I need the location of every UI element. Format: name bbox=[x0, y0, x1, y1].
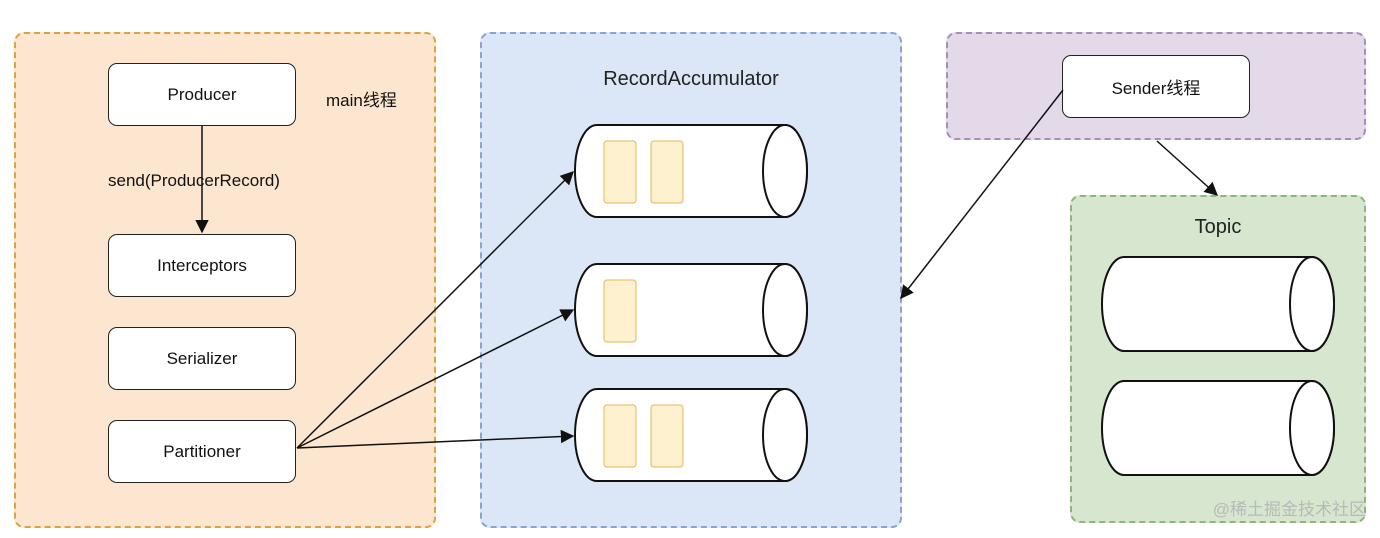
partitioner-node[interactable]: Partitioner bbox=[108, 420, 296, 483]
sender-label: Sender线程 bbox=[1111, 79, 1201, 98]
interceptors-node[interactable]: Interceptors bbox=[108, 234, 296, 297]
serializer-label: Serializer bbox=[166, 348, 238, 368]
topic-partition-2 bbox=[1101, 380, 1335, 476]
batch-block bbox=[603, 279, 637, 343]
sender-node[interactable]: Sender线程 bbox=[1062, 55, 1250, 118]
accumulator-queue-1 bbox=[574, 124, 808, 218]
batch-block bbox=[603, 404, 637, 468]
accumulator-queue-2 bbox=[574, 263, 808, 357]
main-thread-label: main线程 bbox=[326, 91, 397, 110]
partitioner-label: Partitioner bbox=[163, 441, 241, 461]
record-accumulator-title: RecordAccumulator bbox=[603, 68, 779, 90]
producer-node[interactable]: Producer bbox=[108, 63, 296, 126]
serializer-node[interactable]: Serializer bbox=[108, 327, 296, 390]
sender-to-topic-arrow bbox=[1156, 140, 1219, 196]
batch-block bbox=[650, 404, 684, 468]
interceptors-label: Interceptors bbox=[157, 255, 247, 275]
send-label: send(ProducerRecord) bbox=[108, 171, 280, 191]
watermark-text: @稀土掘金技术社区 bbox=[1212, 500, 1366, 519]
topic-title: Topic bbox=[1194, 216, 1242, 238]
partitioner-to-queue-2-arrow bbox=[296, 309, 575, 449]
topic-partition-1 bbox=[1101, 256, 1335, 352]
batch-block bbox=[650, 140, 684, 204]
partitioner-to-queue-3-arrow bbox=[296, 429, 575, 449]
partitioner-to-queue-1-arrow bbox=[296, 171, 574, 449]
sender-to-accumulator-arrow bbox=[900, 89, 1064, 300]
accumulator-queue-3 bbox=[574, 388, 808, 482]
producer-label: Producer bbox=[167, 84, 237, 104]
batch-block bbox=[603, 140, 637, 204]
